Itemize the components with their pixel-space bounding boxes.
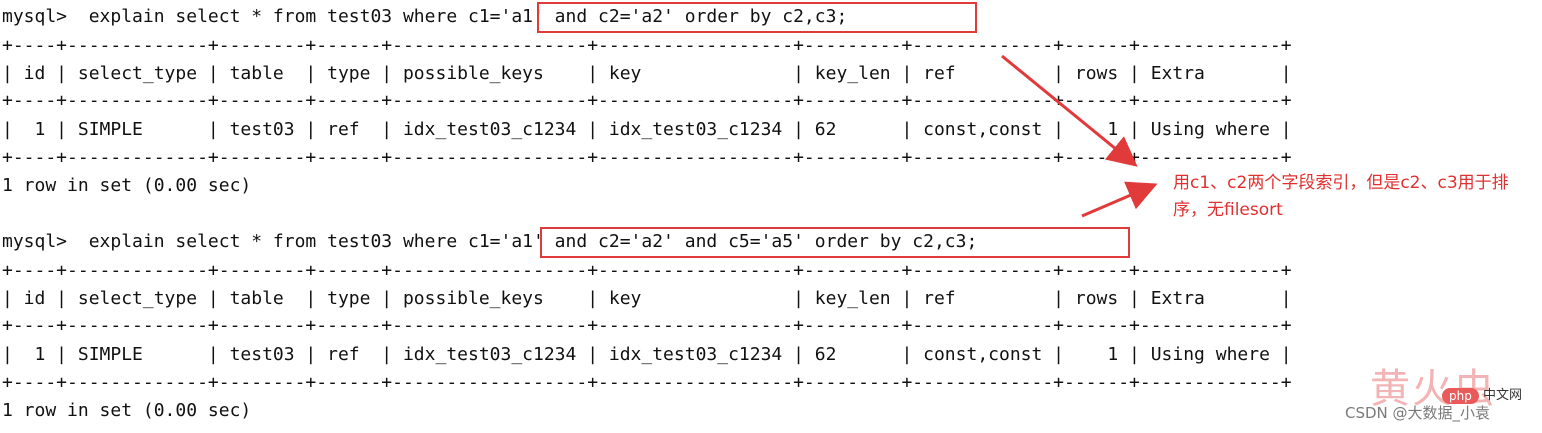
arrow-from-query2 [1081,181,1158,218]
query1-border-bottom: +----+-------------+--------+------+----… [2,147,1292,168]
query2-footer: 1 row in set (0.00 sec) [2,400,252,421]
query1-footer: 1 row in set (0.00 sec) [2,175,252,196]
query2-border-mid: +----+-------------+--------+------+----… [2,315,1292,336]
query2-prompt: mysql> explain select * from test03 wher… [2,231,978,252]
watermark-cn: 中文网 [1483,388,1523,403]
php-badge: php [1442,388,1479,404]
query1-prompt: mysql> explain select * from test03 wher… [2,6,848,27]
query2-border-bottom: +----+-------------+--------+------+----… [2,372,1292,393]
query1-border-mid: +----+-------------+--------+------+----… [2,90,1292,111]
query1-header-row: | id | select_type | table | type | poss… [2,63,1292,84]
arrow-to-annotation [1001,54,1138,167]
query2-border-top: +----+-------------+--------+------+----… [2,260,1292,281]
query2-header-row: | id | select_type | table | type | poss… [2,288,1292,309]
annotation-note: 用c1、c2两个字段索引，但是c2、c3用于排序，无filesort [1173,173,1509,220]
csdn-watermark: CSDN @大数据_小袁 [1345,404,1491,422]
query2-result-row: | 1 | SIMPLE | test03 | ref | idx_test03… [2,344,1292,365]
query1-result-row: | 1 | SIMPLE | test03 | ref | idx_test03… [2,119,1292,140]
query1-border-top: +----+-------------+--------+------+----… [2,35,1292,56]
